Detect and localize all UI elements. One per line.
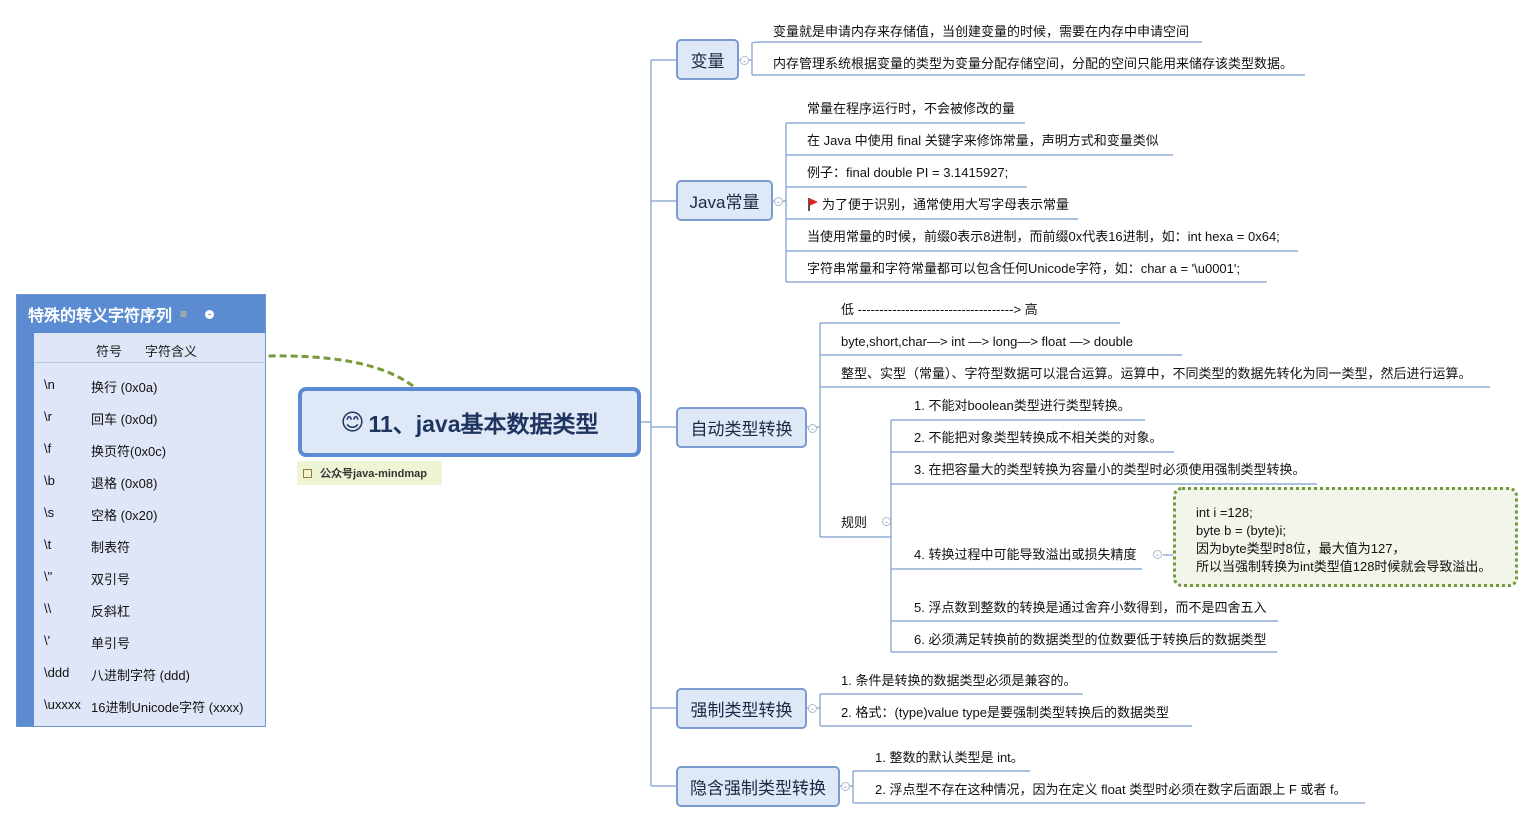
leaf-flagged[interactable]: 为了便于识别，通常使用大写字母表示常量 — [807, 196, 1069, 214]
rule-item[interactable]: 5. 浮点数到整数的转换是通过舍弃小数得到，而不是四舍五入 — [914, 600, 1267, 615]
label-icon — [303, 468, 312, 478]
branch-auto-conversion[interactable]: 自动类型转换 — [676, 407, 807, 448]
leaf-text[interactable]: 2. 浮点型不存在这种情况，因为在定义 float 类型时必须在数字后面跟上 F… — [875, 782, 1347, 797]
branch-forced-conversion[interactable]: 强制类型转换 — [676, 688, 807, 729]
branch-implicit-conversion[interactable]: 隐含强制类型转换 — [676, 766, 840, 807]
col-header-meaning: 字符含义 — [145, 344, 198, 359]
collapse-icon[interactable]: - — [205, 309, 215, 319]
topic-label: 公众号java-mindmap — [297, 461, 442, 485]
table-divider — [34, 362, 265, 363]
leaf-text[interactable]: 变量就是申请内存来存储值，当创建变量的时候，需要在内存中申请空间 — [773, 24, 1190, 39]
leaf-text[interactable]: 低 ------------------------------------> … — [841, 302, 1038, 317]
leaf-text[interactable]: 常量在程序运行时，不会被修改的量 — [807, 101, 1016, 116]
leaf-text[interactable]: 内存管理系统根据变量的类型为变量分配存储空间，分配的空间只能用来储存该类型数据。 — [773, 56, 1294, 71]
leaf-text[interactable]: 在 Java 中使用 final 关键字来修饰常量，声明方式和变量类似 — [807, 133, 1159, 148]
rule-item[interactable]: 3. 在把容量大的类型转换为容量小的类型时必须使用强制类型转换。 — [914, 462, 1306, 477]
collapse-icon[interactable]: - — [808, 424, 817, 434]
rule-item[interactable]: 4. 转换过程中可能导致溢出或损失精度 — [914, 547, 1137, 562]
leaf-text[interactable]: 1. 整数的默认类型是 int。 — [875, 750, 1024, 765]
smiley-icon: 😊 — [340, 408, 365, 435]
leaf-text[interactable]: 当使用常量的时候，前缀0表示8进制，而前缀0x代表16进制，如：int hexa… — [807, 229, 1280, 244]
rule-item[interactable]: 6. 必须满足转换前的数据类型的位数要低于转换后的数据类型 — [914, 632, 1267, 647]
leaf-text[interactable]: 1. 条件是转换的数据类型必须是兼容的。 — [841, 673, 1077, 688]
overflow-note-box[interactable]: int i =128; byte b = (byte)i; 因为byte类型时8… — [1173, 487, 1518, 587]
table-row: \"双引号 — [44, 569, 131, 587]
branch-variable[interactable]: 变量 — [676, 39, 739, 80]
leaf-text[interactable]: 字符串常量和字符常量都可以包含任何Unicode字符，如：char a = '\… — [807, 261, 1240, 276]
escape-table-title: 特殊的转义字符序列 — [28, 308, 173, 325]
table-row: \'单引号 — [44, 633, 131, 651]
table-row: \\反斜杠 — [44, 601, 131, 619]
central-title: 11、java基本数据类型 — [368, 411, 599, 437]
note-icon: ≡ — [180, 307, 188, 321]
collapse-icon[interactable]: - — [740, 56, 749, 66]
collapse-icon[interactable]: - — [808, 704, 817, 714]
collapse-icon[interactable]: - — [774, 197, 783, 207]
central-topic[interactable]: 😊 11、java基本数据类型 — [298, 387, 641, 457]
col-header-symbol: 符号 — [96, 344, 123, 359]
rule-item[interactable]: 1. 不能对boolean类型进行类型转换。 — [914, 398, 1131, 413]
leaf-text[interactable]: 2. 格式：(type)value type是要强制类型转换后的数据类型 — [841, 705, 1169, 720]
collapse-icon[interactable]: - — [1153, 550, 1162, 560]
branch-java-constant[interactable]: Java常量 — [676, 180, 773, 221]
leaf-text[interactable]: 例子：final double PI = 3.1415927; — [807, 165, 1009, 180]
leaf-text[interactable]: 整型、实型（常量）、字符型数据可以混合运算。运算中，不同类型的数据先转化为同一类… — [841, 366, 1472, 381]
collapse-icon[interactable]: - — [841, 782, 850, 792]
collapse-icon[interactable]: - — [882, 517, 891, 527]
leaf-text[interactable]: byte,short,char—> int —> long—> float —>… — [841, 334, 1133, 349]
rules-label[interactable]: 规则 — [841, 515, 868, 530]
rule-item[interactable]: 2. 不能把对象类型转换成不相关类的对象。 — [914, 430, 1163, 445]
table-left-stripe — [17, 333, 34, 726]
escape-table-header: 特殊的转义字符序列 ≡ - — [17, 295, 265, 333]
red-flag-icon — [807, 198, 818, 211]
